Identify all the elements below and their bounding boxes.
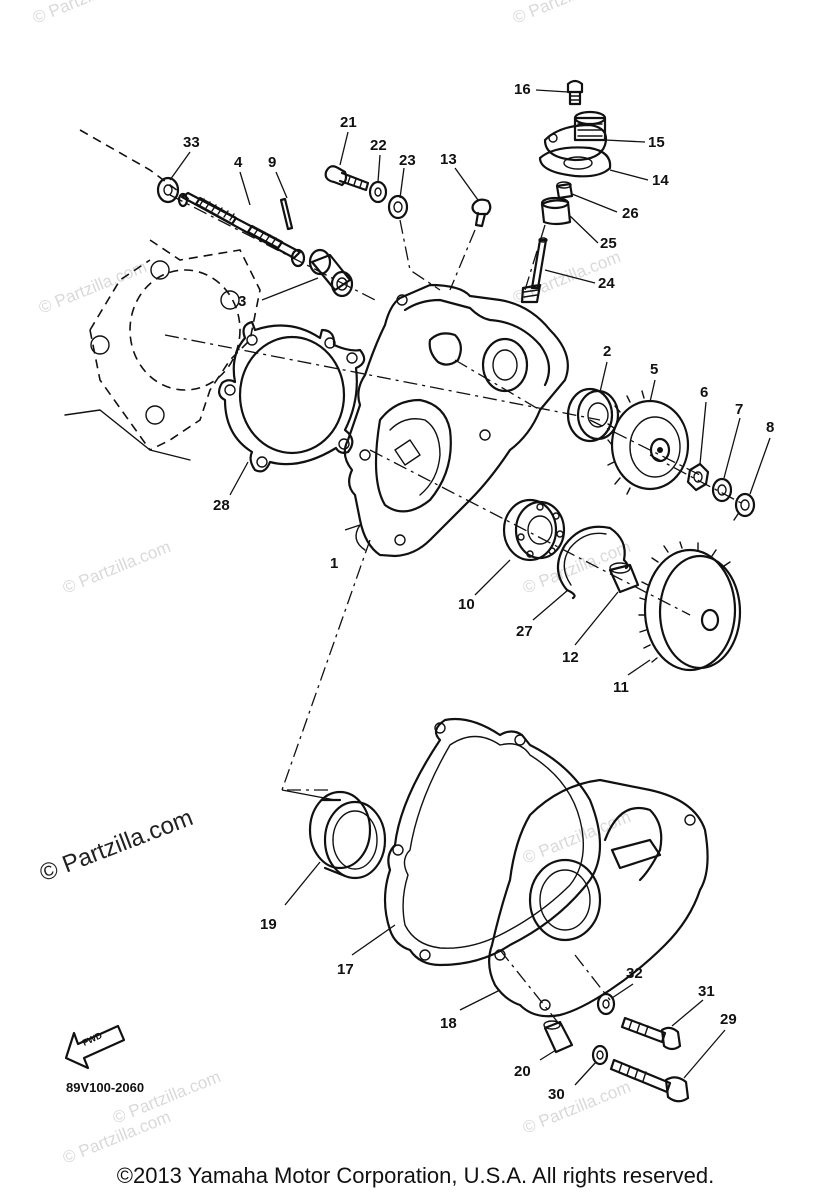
pin-9: [279, 197, 294, 231]
callout-31: 31: [698, 983, 715, 1000]
callout-4: 4: [234, 154, 243, 171]
callout-27: 27: [516, 623, 533, 640]
callout-13: 13: [440, 151, 457, 168]
collar-3: [308, 248, 354, 298]
callout-29: 29: [720, 1011, 737, 1028]
washer-22: [368, 180, 388, 204]
washer-33: [156, 176, 180, 204]
washer-30: [591, 1044, 609, 1066]
bolt-21: [324, 165, 370, 192]
callout-5: 5: [650, 361, 659, 378]
callout-21: 21: [340, 114, 357, 131]
callout-11: 11: [613, 679, 629, 696]
callout-7: 7: [735, 401, 744, 418]
washer-32: [596, 992, 616, 1016]
drive-gear-24: [520, 237, 548, 304]
callout-6: 6: [700, 384, 709, 401]
oil-seal-19: [308, 790, 387, 880]
screw-16: [566, 79, 584, 106]
callout-30: 30: [548, 1086, 565, 1103]
callout-15: 15: [648, 134, 665, 151]
screw-13: [471, 198, 492, 228]
washer-7: [711, 477, 733, 503]
pin-12: [608, 562, 640, 594]
bearing-10: [502, 498, 566, 562]
sleeve-15: [543, 110, 608, 162]
callout-28: 28: [213, 497, 230, 514]
callout-8: 8: [766, 419, 775, 436]
callout-3: 3: [238, 293, 247, 310]
callout-33: 33: [183, 134, 200, 151]
callout-25: 25: [600, 235, 617, 252]
callout-17: 17: [337, 961, 354, 978]
callout-26: 26: [622, 205, 639, 222]
callout-32: 32: [626, 965, 643, 982]
callout-12: 12: [562, 649, 579, 666]
gear-11: [638, 541, 742, 672]
callout-2: 2: [603, 343, 612, 360]
bearing-2: [566, 387, 620, 443]
callout-20: 20: [514, 1063, 531, 1080]
fwd-arrow-icon: [64, 1024, 126, 1070]
leader-lines: [169, 89, 771, 1086]
bolt-29: [609, 1058, 690, 1103]
engine-case-outline: [64, 129, 261, 461]
washer-8: [733, 492, 756, 521]
bushing-25: [540, 196, 572, 226]
diagram-code: 89V100-2060: [66, 1080, 145, 1095]
seal-26: [555, 181, 574, 200]
alignment-lines: [164, 194, 746, 1026]
shaft-4: [177, 191, 306, 268]
dowel-20: [543, 1020, 574, 1054]
callout-16: 16: [514, 81, 531, 98]
gear-5: [607, 390, 690, 495]
callout-22: 22: [370, 137, 387, 154]
callout-9: 9: [268, 154, 277, 171]
callout-1: 1: [330, 555, 339, 572]
gasket-28: [218, 320, 366, 473]
washer-23: [387, 194, 409, 220]
housing-1: [343, 283, 569, 558]
callout-19: 19: [260, 916, 277, 933]
gasket-17: [383, 717, 602, 967]
gasket-14: [538, 146, 612, 178]
callout-23: 23: [399, 152, 416, 169]
bolt-31: [620, 1016, 682, 1051]
callout-10: 10: [458, 596, 475, 613]
copyright-notice: ©2013 Yamaha Motor Corporation, U.S.A. A…: [116, 1163, 715, 1188]
callout-14: 14: [652, 172, 669, 189]
callout-18: 18: [440, 1015, 457, 1032]
cover-18: [488, 778, 709, 1018]
callout-24: 24: [598, 275, 615, 292]
